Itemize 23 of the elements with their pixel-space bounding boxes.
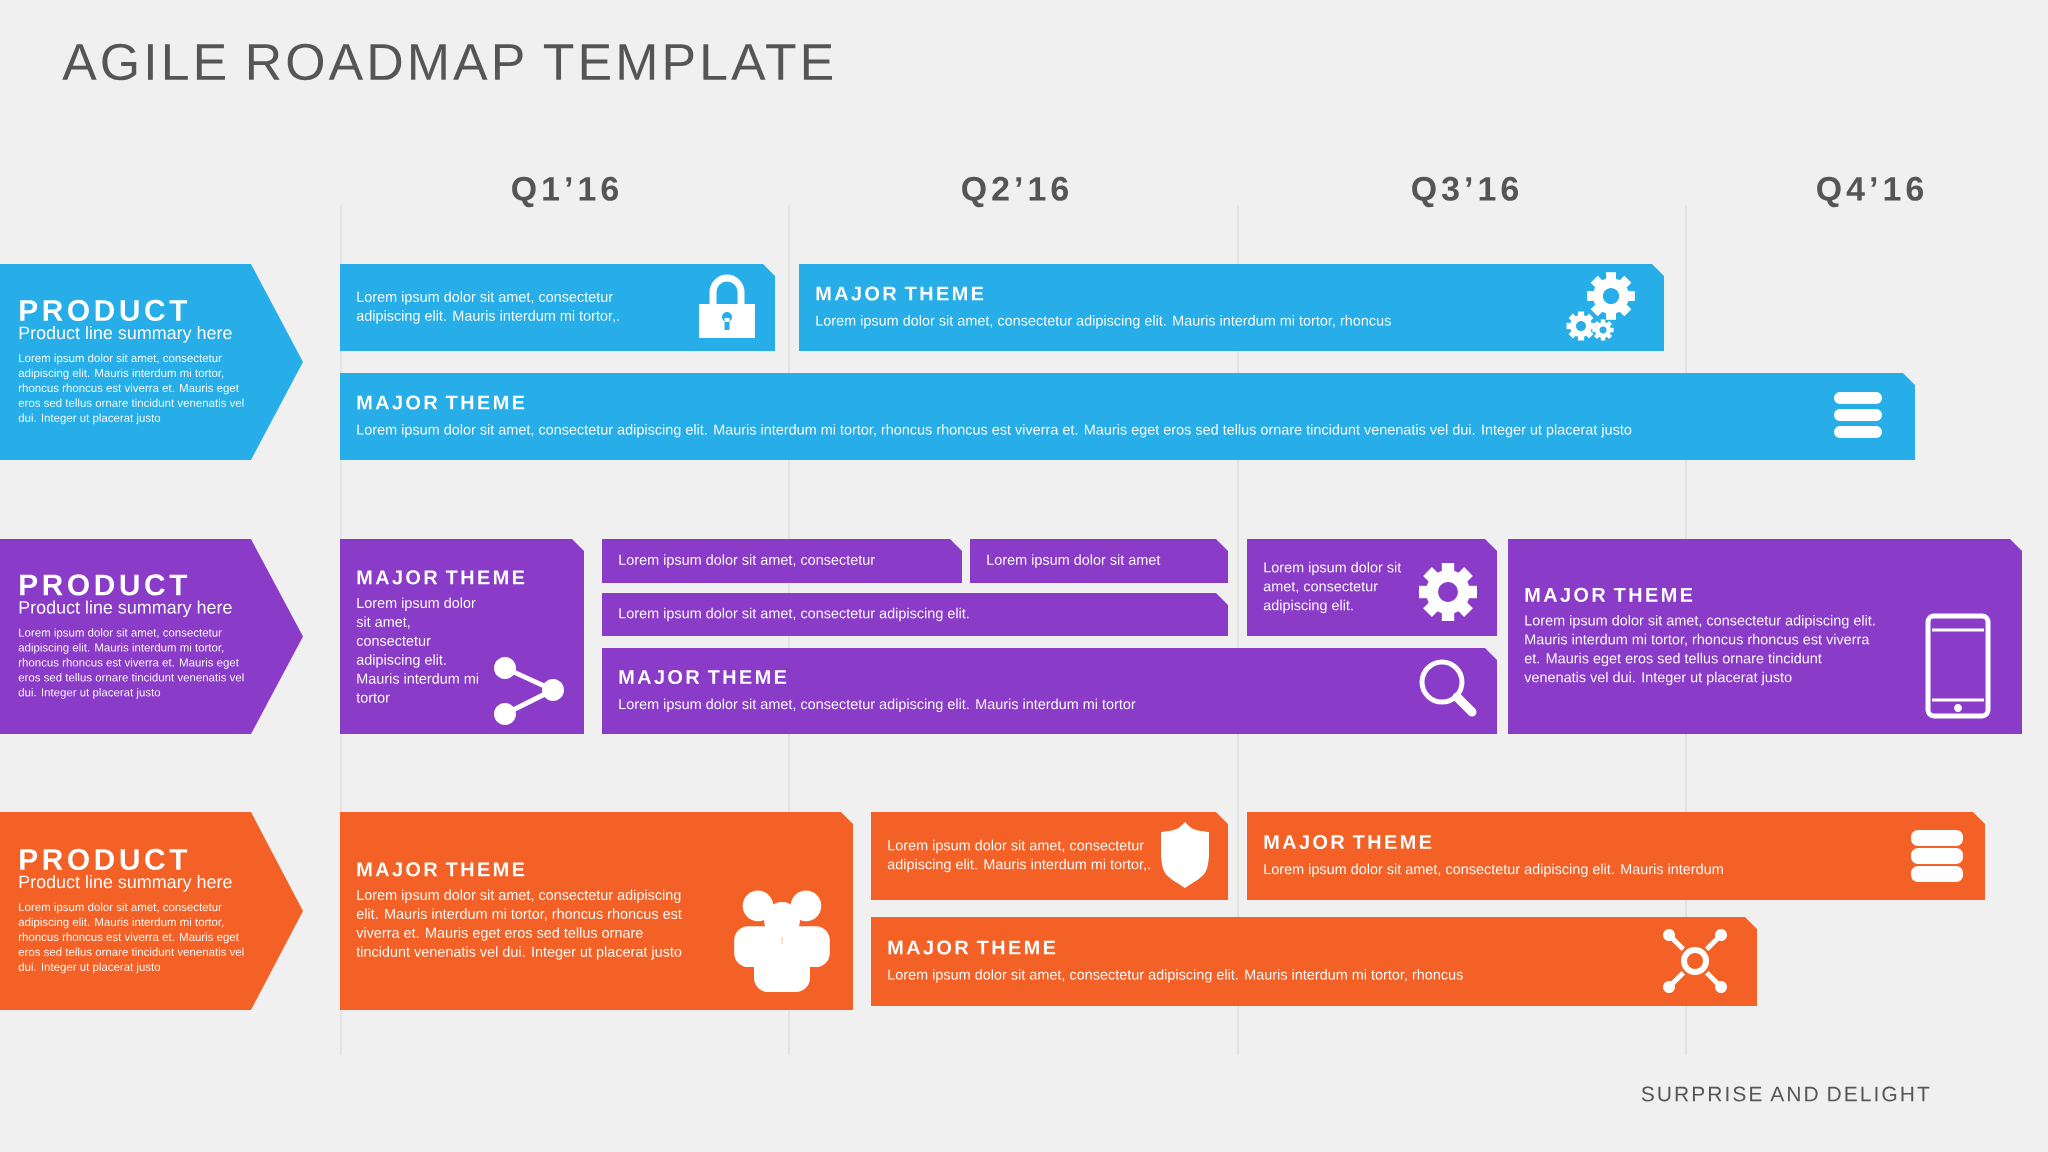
theme-box: MAJOR THEME Lorem ipsum dolor sit amet, consectetur adipiscing elit. Mauris interdum mi tortor [340, 539, 584, 734]
product-banner: PRODUCT Product line summary here Lorem ipsum dolor sit amet, consectetur adipiscing elit. Mauris interdum mi tortor, rhoncus rhoncus est viverra et. Mauris eget eros sed tellus ornare tincidunt venenatis vel dui. Integer ut placerat justo [0, 264, 303, 460]
theme-box: MAJOR THEME Lorem ipsum dolor sit amet, consectetur adipiscing elit. Mauris interdum mi tortor, rhoncus rhoncus est viverra et. Mauris eget eros sed tellus ornare tincidunt venenatis vel dui. Integer ut placerat justo [340, 373, 1915, 460]
theme-box: MAJOR THEME Lorem ipsum dolor sit amet, consectetur adipiscing elit. Mauris interdum [1247, 812, 1985, 900]
theme-box: MAJOR THEME Lorem ipsum dolor sit amet, consectetur adipiscing elit. Mauris interdum mi tortor [602, 648, 1497, 734]
quarter-label: Q3’16 [1412, 176, 1518, 208]
product-banner: PRODUCT Product line summary here Lorem ipsum dolor sit amet, consectetur adipiscing elit. Mauris interdum mi tortor, rhoncus rhoncus est viverra et. Mauris eget eros sed tellus ornare tincidunt venenatis vel dui. Integer ut placerat justo [0, 812, 303, 1010]
page-title: AGILE ROADMAP TEMPLATE [62, 43, 832, 81]
theme-box: Lorem ipsum dolor sit amet [970, 539, 1228, 583]
theme-box: Lorem ipsum dolor sit amet, consectetur adipiscing elit. Mauris interdum mi tortor,. [871, 812, 1228, 900]
theme-box: Lorem ipsum dolor sit amet, consectetur adipiscing elit. Mauris interdum mi tortor,. [340, 264, 775, 351]
theme-box: MAJOR THEME Lorem ipsum dolor sit amet, consectetur adipiscing elit. Mauris interdum mi tortor, rhoncus [871, 917, 1757, 1006]
theme-box: MAJOR THEME Lorem ipsum dolor sit amet, consectetur adipiscing elit. Mauris interdum mi tortor, rhoncus rhoncus est viverra et. Mauris eget eros sed tellus ornare tincidunt venenatis vel dui. Integer ut placerat justo [340, 812, 853, 1010]
product-banner: PRODUCT Product line summary here Lorem ipsum dolor sit amet, consectetur adipiscing elit. Mauris interdum mi tortor, rhoncus rhoncus est viverra et. Mauris eget eros sed tellus ornare tincidunt venenatis vel dui. Integer ut placerat justo [0, 539, 303, 734]
tagline: SURPRISE AND DELIGHT [1641, 1086, 1930, 1102]
theme-box: Lorem ipsum dolor sit amet, consectetur adipiscing elit. [1247, 539, 1497, 636]
theme-box: Lorem ipsum dolor sit amet, consectetur adipiscing elit. [602, 593, 1228, 636]
theme-box: MAJOR THEME Lorem ipsum dolor sit amet, consectetur adipiscing elit. Mauris interdum mi tortor, rhoncus rhoncus est viverra et. Mauris eget eros sed tellus ornare tincidunt venenatis vel dui. Integer ut placerat justo [1508, 539, 2022, 734]
quarter-label: Q4’16 [1817, 176, 1923, 208]
quarter-label: Q2’16 [962, 176, 1068, 208]
theme-box: Lorem ipsum dolor sit amet, consectetur [602, 539, 962, 583]
quarter-label: Q1’16 [512, 176, 618, 208]
theme-box: MAJOR THEME Lorem ipsum dolor sit amet, consectetur adipiscing elit. Mauris interdum mi tortor, rhoncus [799, 264, 1664, 351]
